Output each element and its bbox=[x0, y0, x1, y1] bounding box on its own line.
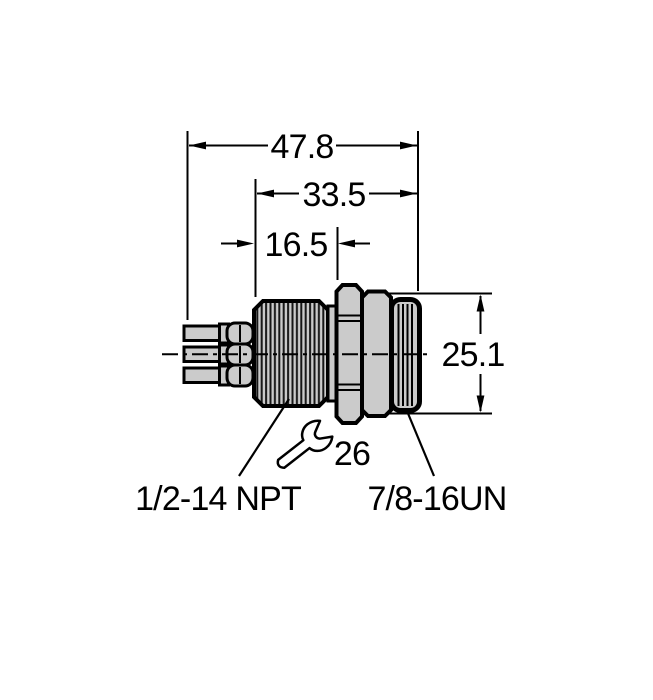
label-left-thread: 1/2-14 NPT bbox=[135, 480, 301, 518]
arrowhead-left-47-8 bbox=[189, 141, 206, 150]
label-right-thread: 7/8-16UN bbox=[367, 480, 506, 518]
arrowhead-down-25-1 bbox=[476, 395, 485, 413]
arrowhead-right-16-5 bbox=[338, 239, 355, 248]
wrench-size-value: 26 bbox=[334, 435, 370, 473]
dimension-diameter: 25.1 bbox=[388, 292, 505, 415]
arrowhead-right-33-5 bbox=[400, 189, 417, 198]
arrowhead-left-33-5 bbox=[257, 189, 274, 198]
wrench-icon-path bbox=[276, 419, 334, 470]
leader-line-npt bbox=[238, 398, 290, 477]
dimension-overall-length: 47.8 bbox=[186, 128, 419, 320]
dimension-thread-length: 16.5 bbox=[221, 226, 370, 280]
dim-value-47-8: 47.8 bbox=[271, 128, 334, 166]
arrowhead-up-25-1 bbox=[476, 294, 485, 312]
connector-body bbox=[162, 283, 432, 425]
dim-value-16-5: 16.5 bbox=[265, 226, 328, 264]
wrench-icon bbox=[276, 419, 334, 470]
arrowhead-right-47-8 bbox=[400, 141, 417, 150]
dim-value-25-1: 25.1 bbox=[442, 336, 505, 374]
wrench-annotation: 26 bbox=[276, 419, 371, 473]
leader-line-un bbox=[405, 410, 436, 477]
dimension-mid-length: 33.5 bbox=[254, 176, 417, 297]
dim-value-33-5: 33.5 bbox=[303, 176, 366, 214]
arrowhead-left-16-5 bbox=[237, 239, 254, 248]
